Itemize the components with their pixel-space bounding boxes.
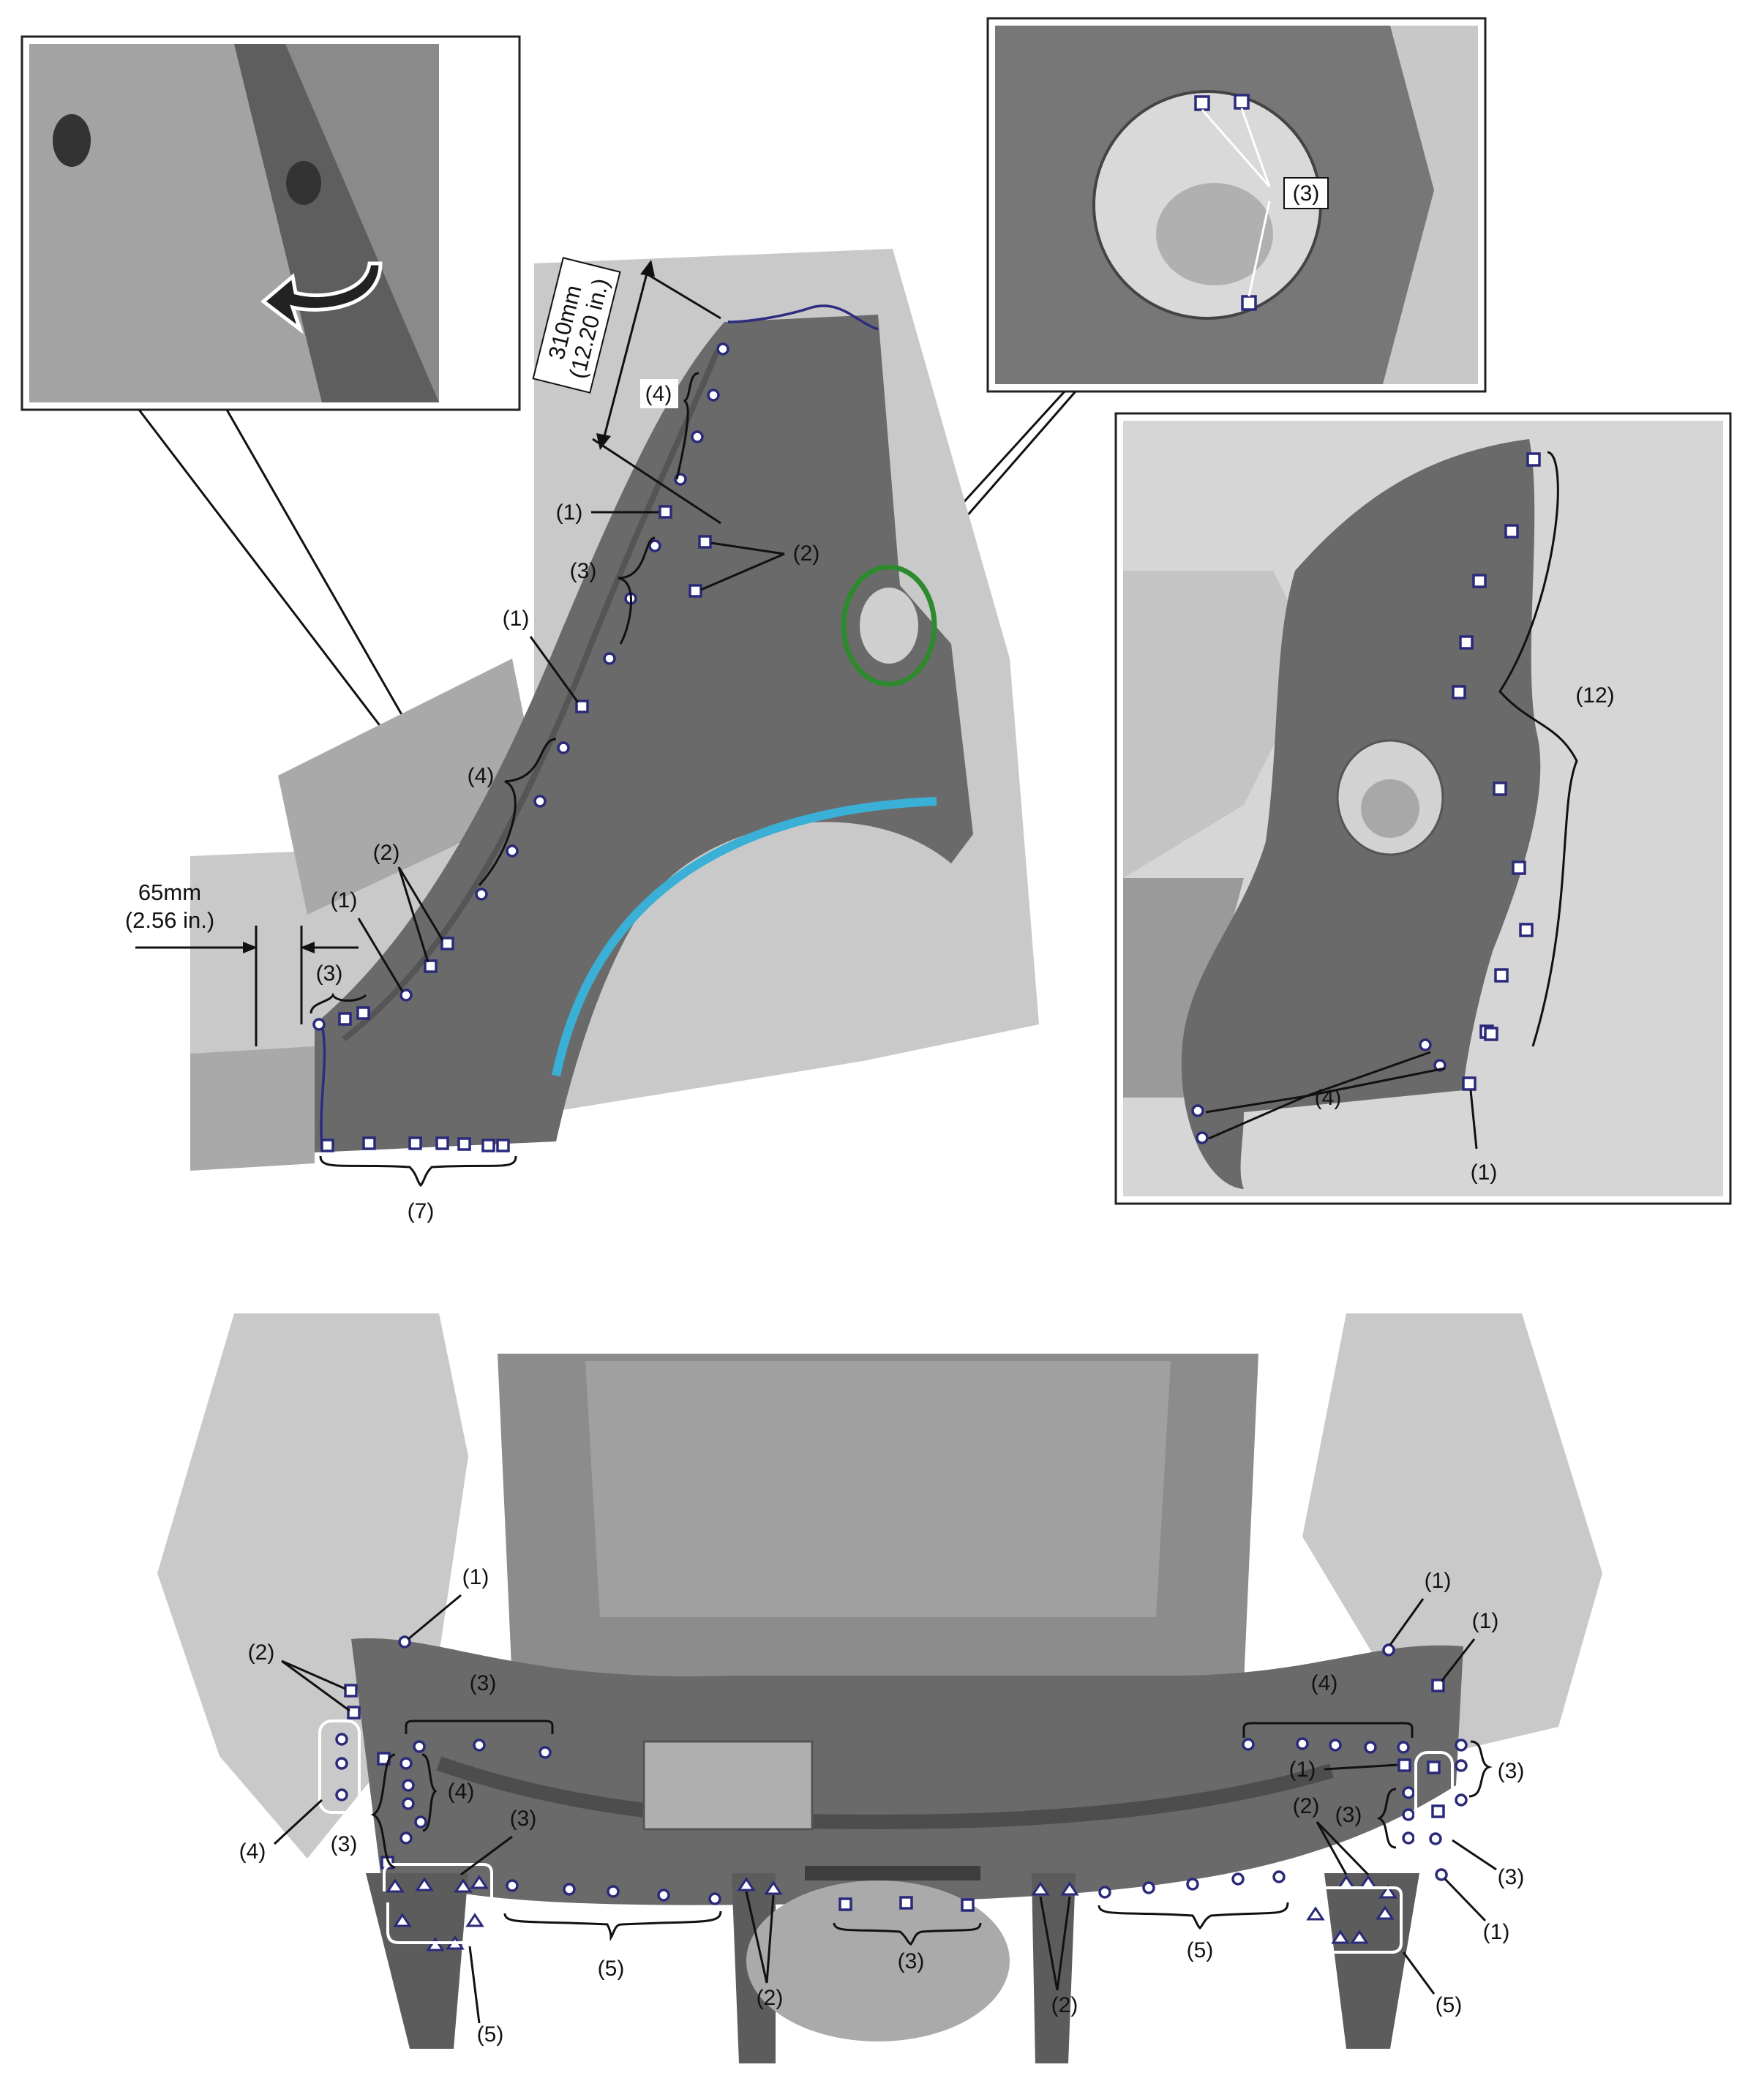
main-label-7: (7)	[408, 1199, 435, 1223]
rear-label-5-center-right: (5)	[1187, 1938, 1214, 1962]
rear-label-3-right-outer: (3)	[1498, 1759, 1525, 1783]
fuel-inset-label-3: (3)	[1293, 181, 1320, 206]
rear-label-1-right-d: (1)	[1483, 1920, 1510, 1944]
curved-arrow-icon	[260, 261, 383, 334]
main-label-2-left: (2)	[373, 841, 400, 865]
fuel-filler-highlight	[841, 564, 937, 687]
main-label-3-left: (3)	[316, 961, 343, 986]
main-label-1-b: (1)	[503, 607, 530, 631]
main-label-3-mid: (3)	[570, 559, 597, 583]
right-inset-label-4: (4)	[1315, 1086, 1342, 1110]
rear-label-3-left: (3)	[331, 1832, 358, 1856]
rear-label-5-left: (5)	[477, 2022, 504, 2047]
rear-label-3-right-inner: (3)	[1335, 1803, 1362, 1827]
rear-label-3-center: (3)	[898, 1949, 925, 1973]
rear-label-4-right: (4)	[1311, 1671, 1338, 1695]
main-label-1-c: (1)	[331, 888, 358, 912]
rear-label-1-right-a: (1)	[1425, 1569, 1452, 1593]
main-label-2-right: (2)	[793, 541, 820, 566]
rear-label-3-right-lower: (3)	[1498, 1865, 1525, 1889]
dimension-65mm: 65mm (2.56 in.)	[125, 880, 359, 1046]
rear-label-1-right-c: (1)	[1289, 1758, 1316, 1782]
right-inset-label-12: (12)	[1575, 683, 1614, 708]
dim-65mm: 65mm	[138, 880, 201, 905]
rear-label-2-center-left: (2)	[757, 1986, 784, 2010]
rear-label-3-center-left: (3)	[510, 1807, 537, 1831]
fuel-inset-welds: (3)	[1194, 94, 1329, 311]
top-left-inset	[20, 35, 521, 857]
rear-label-4-left: (4)	[239, 1840, 266, 1864]
rear-label-2-left: (2)	[248, 1640, 275, 1665]
rear-label-2-center-right: (2)	[1051, 1993, 1078, 2017]
right-inset: (12) (4) (1)	[1114, 412, 1732, 1205]
dim-2-56in: (2.56 in.)	[125, 907, 214, 933]
rear-label-1-a: (1)	[462, 1565, 489, 1589]
fuel-filler-inset: (3)	[913, 17, 1487, 564]
main-label-1-a: (1)	[556, 500, 583, 525]
rear-label-2-right: (2)	[1293, 1794, 1320, 1818]
main-label-4-left: (4)	[468, 764, 495, 788]
rear-label-5-right: (5)	[1436, 1993, 1463, 2017]
main-callouts: (4) (1) (2) (3) (1) (4) (2) (1) (	[309, 372, 820, 1223]
rear-label-5-center-left: (5)	[598, 1957, 625, 1981]
main-label-4-top: (4)	[645, 382, 672, 406]
main-weld-points	[312, 342, 729, 1152]
quarter-panel	[315, 315, 973, 1152]
rear-callouts: (1) (2) (3) (4) (4) (3) (3) (5) (5) (2) …	[239, 1565, 1525, 2047]
rear-panel	[351, 1638, 1463, 1905]
cut-line	[552, 797, 937, 1077]
main-quarter-view: 310mm (12.20 in.) 65mm (2.56 in.) (4) (1…	[125, 249, 1039, 1223]
right-inset-welds	[1191, 452, 1541, 1144]
rear-label-1-right-b: (1)	[1472, 1609, 1499, 1633]
rear-panel-view: (1) (2) (3) (4) (4) (3) (3) (5) (5) (2) …	[157, 1313, 1602, 2063]
right-inset-label-1: (1)	[1471, 1160, 1498, 1185]
rear-label-4-mid: (4)	[448, 1780, 475, 1804]
rear-label-3-top: (3)	[470, 1671, 497, 1695]
